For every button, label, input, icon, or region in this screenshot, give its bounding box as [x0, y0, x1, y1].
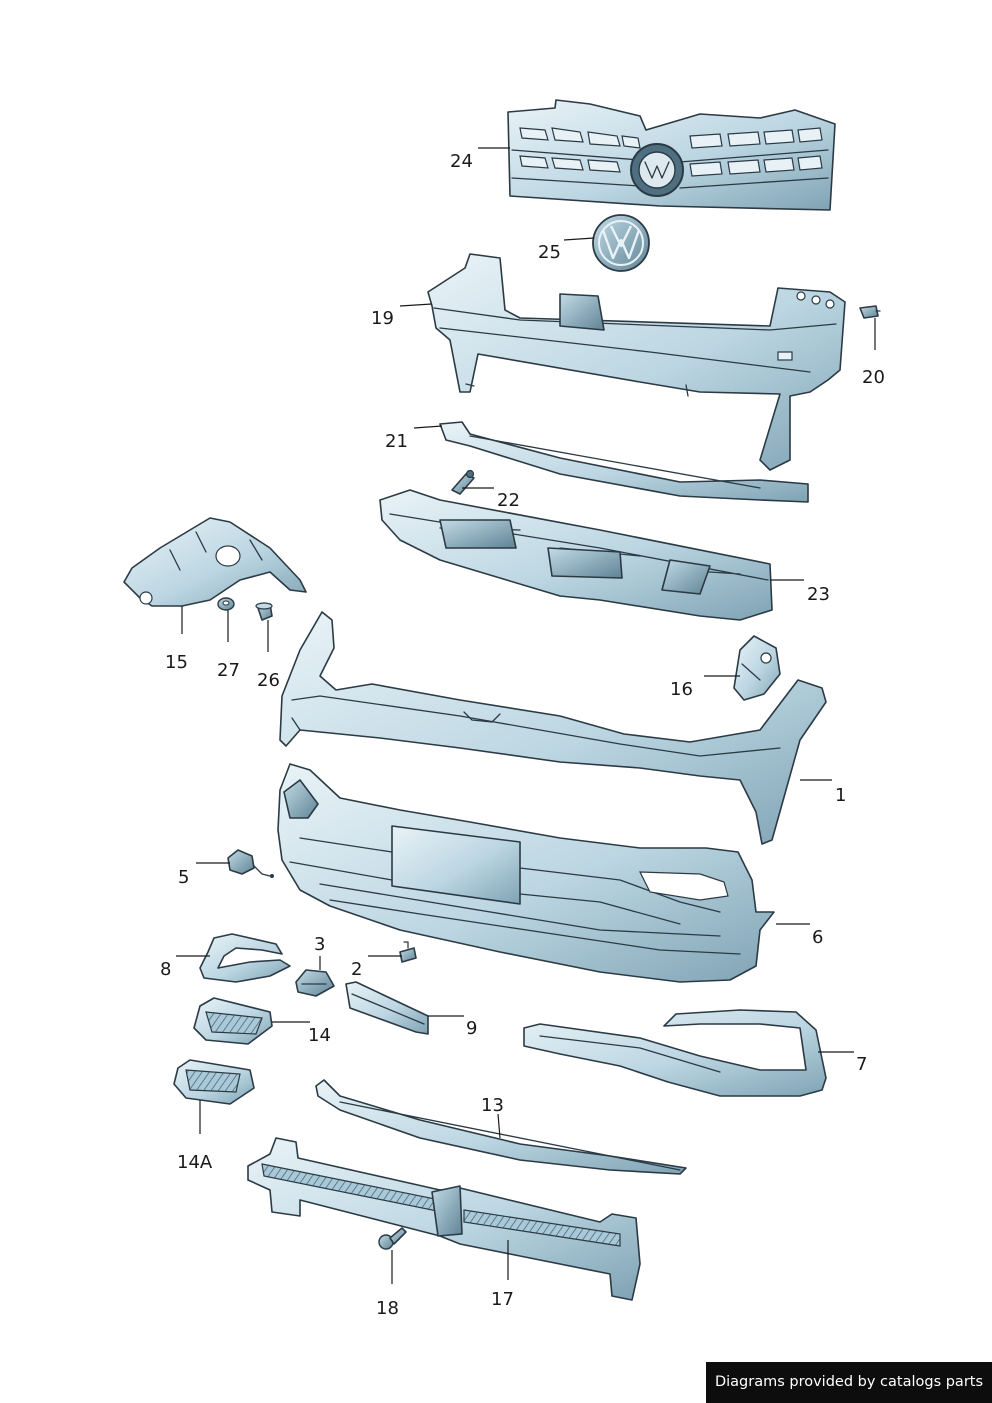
callout-2: 2 [351, 959, 362, 980]
callout-9: 9 [466, 1018, 477, 1039]
part-18-screw-icon[interactable] [378, 1227, 407, 1250]
part-25-vw-emblem-icon[interactable] [592, 214, 650, 272]
part-19-bumper-carrier[interactable] [427, 253, 846, 471]
callout-26: 26 [257, 670, 280, 691]
part-14-fog-grille[interactable] [193, 997, 273, 1045]
callout-5: 5 [178, 867, 189, 888]
part-6-bumper-cover[interactable] [277, 763, 775, 983]
part-8-left-trim-frame[interactable] [199, 933, 291, 983]
part-17-lower-spoiler[interactable] [247, 1137, 641, 1301]
callout-16: 16 [670, 679, 693, 700]
callout-21: 21 [385, 431, 408, 452]
diagram-credit-text: Diagrams provided by catalogs parts [714, 1374, 984, 1390]
part-27-nut-icon[interactable] [217, 597, 235, 611]
part-13-lower-trim-strip[interactable] [315, 1079, 687, 1175]
callout-15: 15 [165, 652, 188, 673]
callout-19: 19 [371, 308, 394, 329]
callout-14a: 14A [177, 1152, 213, 1173]
part-23-impact-absorber[interactable] [379, 489, 773, 621]
part-1-upper-bumper-cover[interactable] [279, 611, 827, 845]
part-9-cover-plate[interactable] [345, 981, 429, 1035]
callout-17: 17 [491, 1289, 514, 1310]
part-16-mounting-bracket[interactable] [733, 635, 781, 701]
callout-labels: 24 25 19 20 21 22 23 15 27 26 16 1 5 6 3… [160, 151, 885, 1319]
part-14a-fog-grille-variant[interactable] [173, 1059, 255, 1105]
callout-3: 3 [314, 934, 325, 955]
callout-24: 24 [450, 151, 473, 172]
diagram-credit-banner: Diagrams provided by catalogs parts [706, 1362, 992, 1403]
callout-20: 20 [862, 367, 885, 388]
callout-7: 7 [856, 1054, 867, 1075]
callout-13: 13 [481, 1095, 504, 1116]
callout-8: 8 [160, 959, 171, 980]
callout-22: 22 [497, 490, 520, 511]
part-22-clip-icon[interactable] [451, 469, 475, 495]
callout-6: 6 [812, 927, 823, 948]
callout-25: 25 [538, 242, 561, 263]
leader-lines [176, 147, 876, 1284]
callout-1: 1 [835, 785, 846, 806]
part-2-screw-icon[interactable] [399, 941, 417, 963]
part-21-trim-strip[interactable] [439, 421, 809, 503]
part-20-bolt-icon[interactable] [859, 305, 881, 319]
callout-18: 18 [376, 1298, 399, 1319]
part-15-side-bracket[interactable] [123, 517, 307, 607]
part-24-radiator-grille[interactable] [507, 99, 836, 211]
callout-27: 27 [217, 660, 240, 681]
callout-23: 23 [807, 584, 830, 605]
part-26-expanding-clip-icon[interactable] [255, 602, 273, 621]
callout-14: 14 [308, 1025, 331, 1046]
part-3-insert[interactable] [295, 969, 335, 997]
part-5-sensor-icon[interactable] [227, 849, 274, 878]
part-7-right-trim-frame[interactable] [523, 1009, 827, 1097]
